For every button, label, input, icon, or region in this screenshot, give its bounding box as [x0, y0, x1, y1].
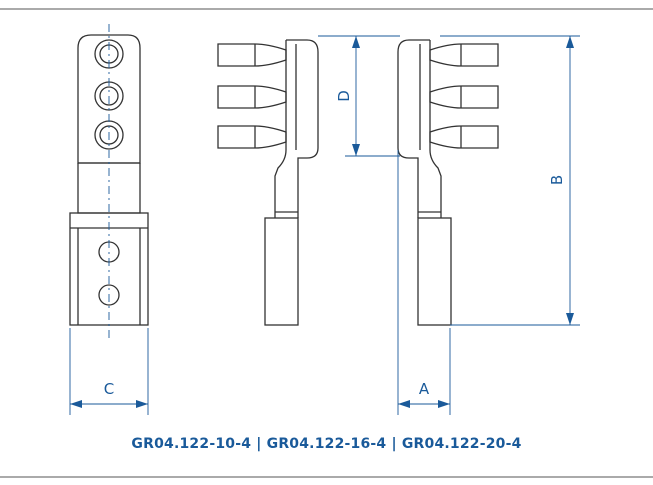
dimensions	[69, 35, 580, 415]
side-view-right	[397, 39, 499, 326]
part-numbers-caption: GR04.122-10-4 | GR04.122-16-4 | GR04.122…	[131, 436, 522, 452]
dimension-label-a: A	[419, 380, 430, 398]
dimension-label-d: D	[335, 90, 353, 102]
dimension-label-c: C	[104, 380, 114, 398]
side-view-left	[217, 39, 319, 326]
dimension-label-b: B	[548, 175, 566, 185]
